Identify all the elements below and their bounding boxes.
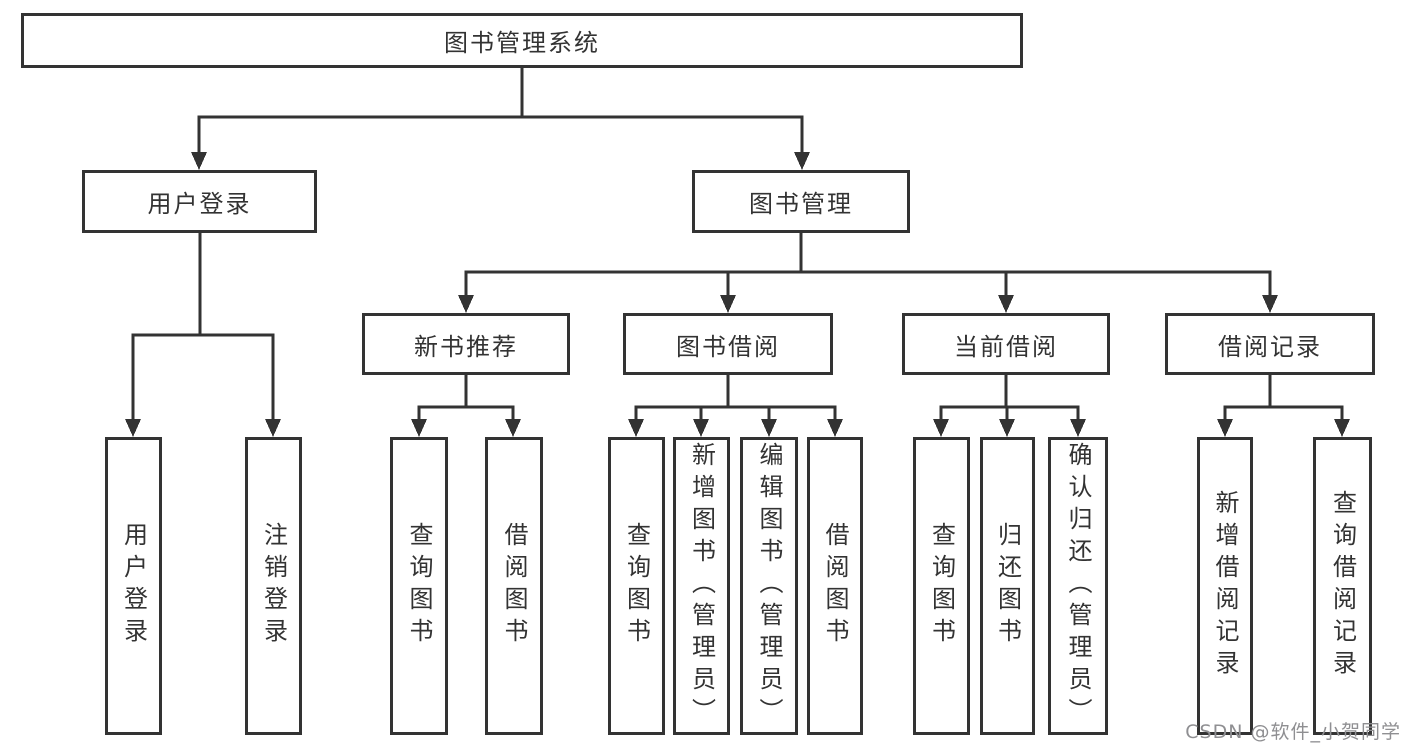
leaf-query-borrow-record: 查询借阅记录	[1313, 437, 1372, 735]
node-book-borrow: 图书借阅	[623, 313, 833, 375]
leaf-confirm-return-admin-label: 确认归还（管理员）	[1064, 442, 1092, 730]
node-current-borrow: 当前借阅	[902, 313, 1110, 375]
node-new-book-recommend: 新书推荐	[362, 313, 570, 375]
leaf-return-book-label: 归还图书	[993, 522, 1022, 650]
node-user-login-label: 用户登录	[147, 190, 252, 218]
leaf-edit-book-admin-label: 编辑图书（管理员）	[755, 442, 783, 730]
leaf-logout-label: 注销登录	[259, 522, 288, 650]
connector-user-login	[125, 233, 281, 437]
leaf-add-borrow-record-label: 新增借阅记录	[1211, 490, 1239, 682]
watermark: CSDN @软件_小贺同学	[1185, 721, 1401, 743]
leaf-borrow-books-label: 借阅图书	[821, 522, 849, 650]
node-user-login: 用户登录	[82, 170, 317, 233]
leaf-query-borrow-record-label: 查询借阅记录	[1328, 490, 1357, 682]
node-root: 图书管理系统	[21, 13, 1023, 68]
node-book-borrow-label: 图书借阅	[676, 332, 780, 361]
node-new-book-recommend-label: 新书推荐	[414, 332, 518, 361]
leaf-logout: 注销登录	[245, 437, 302, 735]
leaf-borrow-query-books: 查询图书	[608, 437, 665, 735]
connector-new-book-recommend	[411, 375, 521, 437]
leaf-add-borrow-record: 新增借阅记录	[1197, 437, 1253, 735]
leaf-edit-book-admin: 编辑图书（管理员）	[740, 437, 798, 735]
leaf-return-book: 归还图书	[980, 437, 1035, 735]
leaf-current-query-books-label: 查询图书	[927, 522, 956, 650]
leaf-user-login-label: 用户登录	[119, 522, 148, 650]
node-root-label: 图书管理系统	[444, 29, 600, 57]
leaf-user-login: 用户登录	[105, 437, 162, 735]
connector-root-to-level2	[191, 68, 810, 170]
leaf-recommend-borrow-books-label: 借阅图书	[500, 522, 528, 650]
node-book-management: 图书管理	[692, 170, 910, 233]
leaf-recommend-query-books: 查询图书	[390, 437, 448, 735]
leaf-borrow-query-books-label: 查询图书	[622, 522, 651, 650]
connector-book-borrow	[628, 375, 843, 437]
leaf-borrow-books: 借阅图书	[807, 437, 863, 735]
leaf-recommend-query-books-label: 查询图书	[405, 522, 433, 650]
leaf-current-query-books: 查询图书	[913, 437, 970, 735]
leaf-confirm-return-admin: 确认归还（管理员）	[1048, 437, 1108, 735]
node-borrow-records-label: 借阅记录	[1218, 332, 1322, 361]
leaf-add-book-admin: 新增图书（管理员）	[673, 437, 730, 735]
leaf-add-book-admin-label: 新增图书（管理员）	[687, 442, 716, 730]
connector-current-borrow	[933, 375, 1086, 437]
node-book-management-label: 图书管理	[749, 190, 853, 218]
node-current-borrow-label: 当前借阅	[954, 332, 1058, 361]
leaf-recommend-borrow-books: 借阅图书	[485, 437, 543, 735]
connector-book-management	[458, 233, 1278, 313]
connector-borrow-records	[1217, 375, 1350, 437]
node-borrow-records: 借阅记录	[1165, 313, 1375, 375]
